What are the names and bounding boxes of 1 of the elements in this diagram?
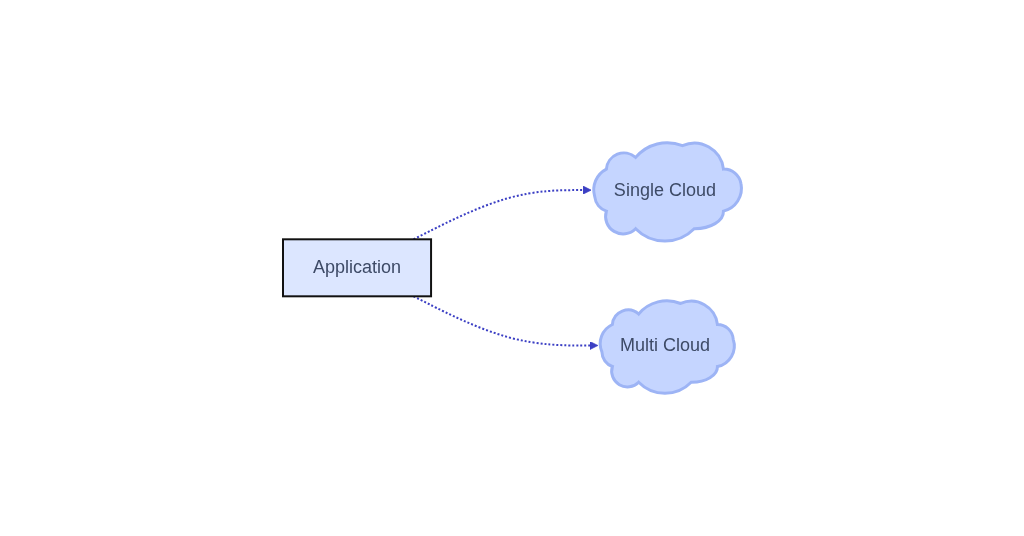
node-box: Application xyxy=(281,238,432,298)
